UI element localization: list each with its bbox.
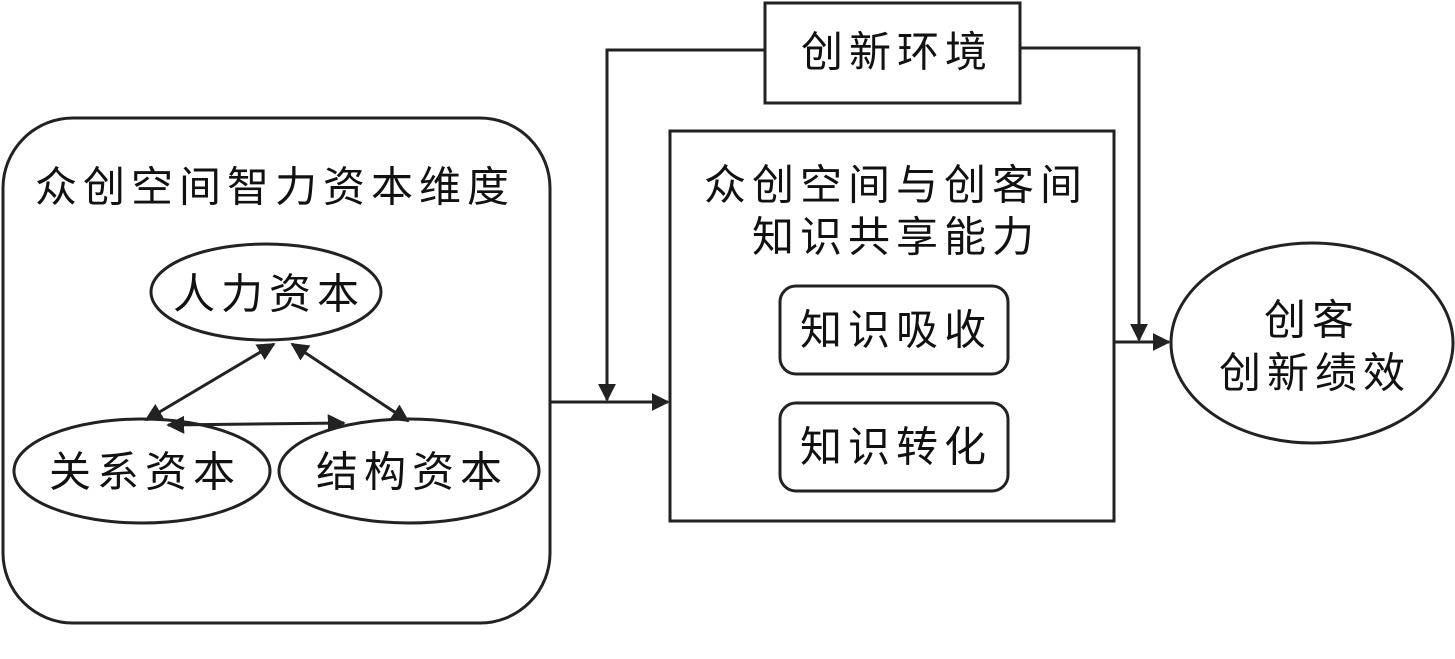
knowledge-sharing-group: 众创空间与创客间 知识共享能力 知识吸收 知识转化	[668, 129, 1116, 523]
maker-innovation-performance-node: 创客 创新绩效	[1169, 241, 1455, 445]
relational-capital-ellipse	[12, 417, 272, 525]
human-structural-arrow	[290, 342, 410, 423]
knowledge-transformation-box	[778, 401, 1010, 493]
innovation-environment-box	[763, 1, 1022, 105]
maker-innovation-performance-ellipse	[1169, 241, 1455, 445]
knowledge-absorption-box	[778, 284, 1010, 376]
human-capital-node: 人力资本	[149, 242, 383, 342]
knowledge-transformation-node: 知识转化	[778, 401, 1010, 493]
environment-moderates-capital-arrow	[598, 48, 764, 402]
intellectual-capital-group: 众创空间智力资本维度 人力资本 关系资本 结构资本	[1, 116, 552, 625]
relational-capital-label: 关系资本	[49, 448, 241, 497]
human-relational-arrow	[144, 342, 276, 422]
knowledge-sharing-title-line2: 知识共享能力	[752, 213, 1040, 262]
intellectual-capital-title: 众创空间智力资本维度	[35, 163, 515, 212]
knowledge-absorption-label: 知识吸收	[800, 306, 992, 355]
innovation-environment-label: 创新环境	[801, 28, 993, 77]
structural-capital-label: 结构资本	[316, 448, 508, 497]
structural-capital-node: 结构资本	[277, 417, 541, 525]
human-capital-ellipse	[149, 242, 383, 342]
human-capital-label: 人力资本	[173, 270, 365, 319]
knowledge-transformation-label: 知识转化	[800, 423, 992, 472]
relational-structural-arrow	[166, 414, 346, 434]
maker-innovation-performance-line2: 创新绩效	[1219, 349, 1411, 398]
environment-moderates-sharing-arrow	[1021, 46, 1148, 342]
knowledge-absorption-node: 知识吸收	[778, 284, 1010, 376]
innovation-environment-node: 创新环境	[763, 1, 1022, 105]
relational-capital-node: 关系资本	[12, 417, 272, 525]
maker-innovation-performance-line1: 创客	[1264, 296, 1360, 345]
knowledge-sharing-title-line1: 众创空间与创客间	[704, 161, 1088, 210]
